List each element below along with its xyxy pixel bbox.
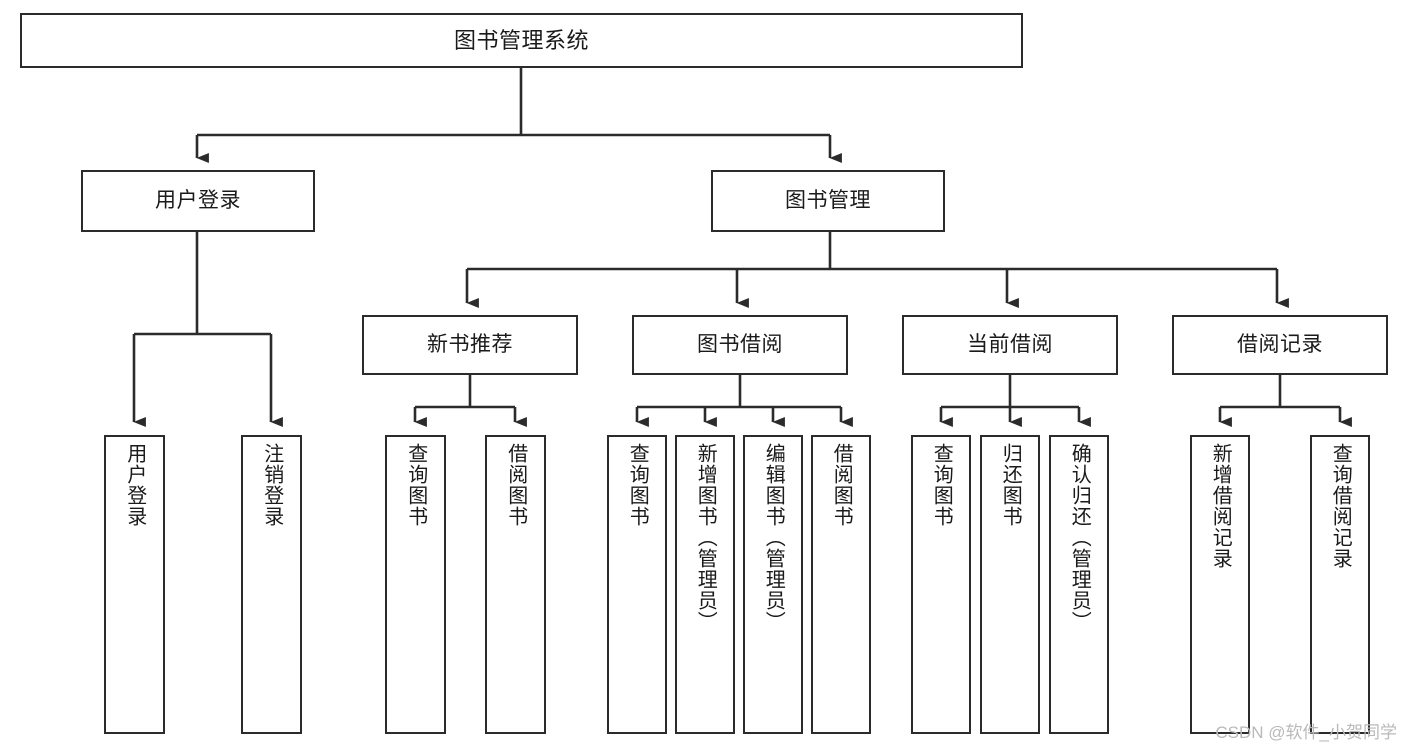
node-label: 查询图书 [930, 443, 953, 527]
node-book-borrow[interactable]: 图书借阅 [632, 315, 848, 375]
node-label: 注销登录 [260, 443, 283, 527]
leaf-user-login-signout[interactable]: 注销登录 [241, 435, 302, 734]
node-label: 新增图书（管理员） [694, 443, 717, 632]
leaf-user-login-signin[interactable]: 用户登录 [104, 435, 165, 734]
node-label: 查询图书 [626, 443, 649, 527]
node-new-book-recommend[interactable]: 新书推荐 [362, 315, 578, 375]
watermark-text: CSDN @软件_小贺同学 [1215, 723, 1397, 742]
leaf-current-borrow-query[interactable]: 查询图书 [911, 435, 971, 734]
leaf-book-borrow-add-admin[interactable]: 新增图书（管理员） [675, 435, 735, 734]
leaf-new-book-query[interactable]: 查询图书 [385, 435, 446, 734]
node-label: 借阅图书 [504, 443, 527, 527]
node-label: 编辑图书（管理员） [762, 443, 785, 632]
leaf-current-borrow-return[interactable]: 归还图书 [980, 435, 1040, 734]
leaf-book-borrow-borrow[interactable]: 借阅图书 [811, 435, 871, 734]
node-user-login[interactable]: 用户登录 [81, 170, 315, 232]
node-root-book-management-system[interactable]: 图书管理系统 [20, 13, 1023, 68]
node-label: 新增借阅记录 [1209, 443, 1232, 569]
node-label: 用户登录 [155, 188, 241, 212]
leaf-book-borrow-edit-admin[interactable]: 编辑图书（管理员） [743, 435, 803, 734]
node-label: 图书借阅 [697, 332, 783, 356]
node-borrow-record[interactable]: 借阅记录 [1172, 315, 1388, 375]
leaf-new-book-borrow[interactable]: 借阅图书 [485, 435, 546, 734]
node-label: 查询借阅记录 [1329, 443, 1352, 569]
node-label: 借阅记录 [1237, 332, 1323, 356]
node-book-management[interactable]: 图书管理 [711, 170, 945, 232]
node-label: 图书管理系统 [453, 27, 589, 53]
leaf-book-borrow-query[interactable]: 查询图书 [607, 435, 667, 734]
leaf-borrow-record-add[interactable]: 新增借阅记录 [1190, 435, 1250, 734]
node-label: 确认归还（管理员） [1068, 443, 1091, 632]
node-label: 查询图书 [404, 443, 427, 527]
node-label: 当前借阅 [967, 332, 1053, 356]
node-label: 用户登录 [123, 443, 146, 527]
leaf-current-borrow-confirm-admin[interactable]: 确认归还（管理员） [1049, 435, 1109, 734]
node-label: 新书推荐 [427, 332, 513, 356]
node-label: 图书管理 [785, 188, 871, 212]
node-current-borrow[interactable]: 当前借阅 [902, 315, 1118, 375]
leaf-borrow-record-query[interactable]: 查询借阅记录 [1310, 435, 1370, 734]
node-label: 归还图书 [999, 443, 1022, 527]
node-label: 借阅图书 [830, 443, 853, 527]
